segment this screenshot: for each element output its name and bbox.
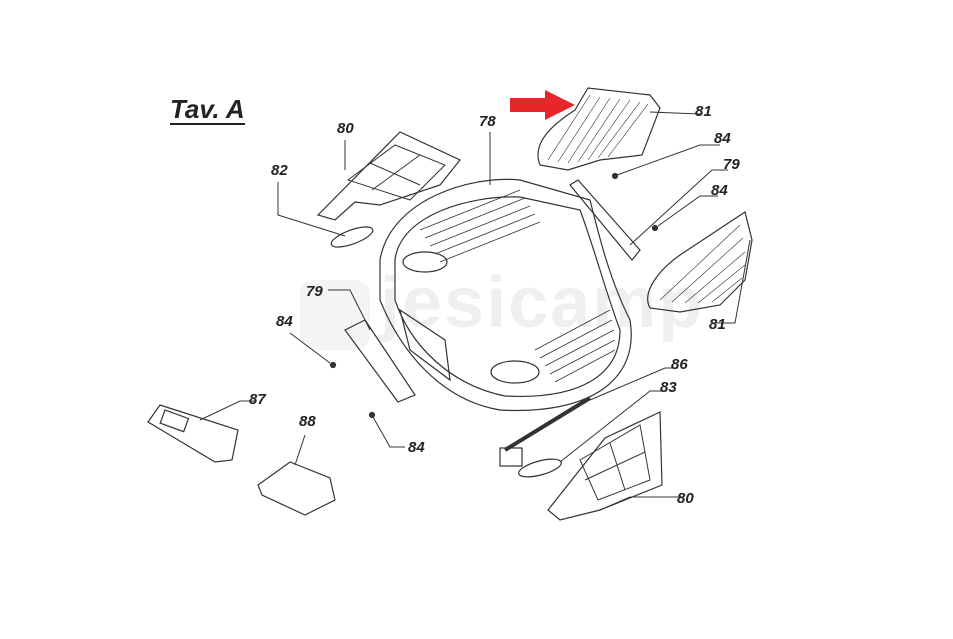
label-80-bottom: 80 [677, 490, 694, 507]
part-78-cover [379, 178, 632, 412]
part-81-grille-top [537, 87, 661, 171]
part-83 [518, 458, 562, 478]
red-arrow-icon [510, 90, 575, 120]
part-84-screws [329, 172, 659, 419]
part-82 [330, 226, 374, 248]
leader-lines [199, 111, 751, 511]
label-82: 82 [271, 162, 288, 179]
part-80-filter-bottom [547, 411, 663, 521]
label-79-right: 79 [723, 156, 740, 173]
label-81-top: 81 [695, 103, 712, 120]
part-88-holder [257, 461, 336, 516]
label-86: 86 [671, 356, 688, 373]
label-88: 88 [299, 413, 316, 430]
label-84-b: 84 [711, 182, 728, 199]
part-79-strip-left [344, 319, 416, 403]
label-84-a: 84 [714, 130, 731, 147]
label-80-top: 80 [337, 120, 354, 137]
part-80-filter-top [316, 131, 461, 221]
label-84-bottom: 84 [408, 439, 425, 456]
label-81-right: 81 [709, 316, 726, 333]
part-87-remote [147, 404, 239, 463]
part-79-strip-right [569, 179, 641, 261]
table-title: Tav. A [170, 94, 245, 126]
label-87: 87 [249, 391, 266, 408]
part-86-sensor [499, 396, 592, 467]
label-83: 83 [660, 379, 677, 396]
part-81-grille-right [647, 211, 753, 313]
label-79-left: 79 [306, 283, 323, 300]
label-78: 78 [479, 113, 496, 130]
label-84-left: 84 [276, 313, 293, 330]
